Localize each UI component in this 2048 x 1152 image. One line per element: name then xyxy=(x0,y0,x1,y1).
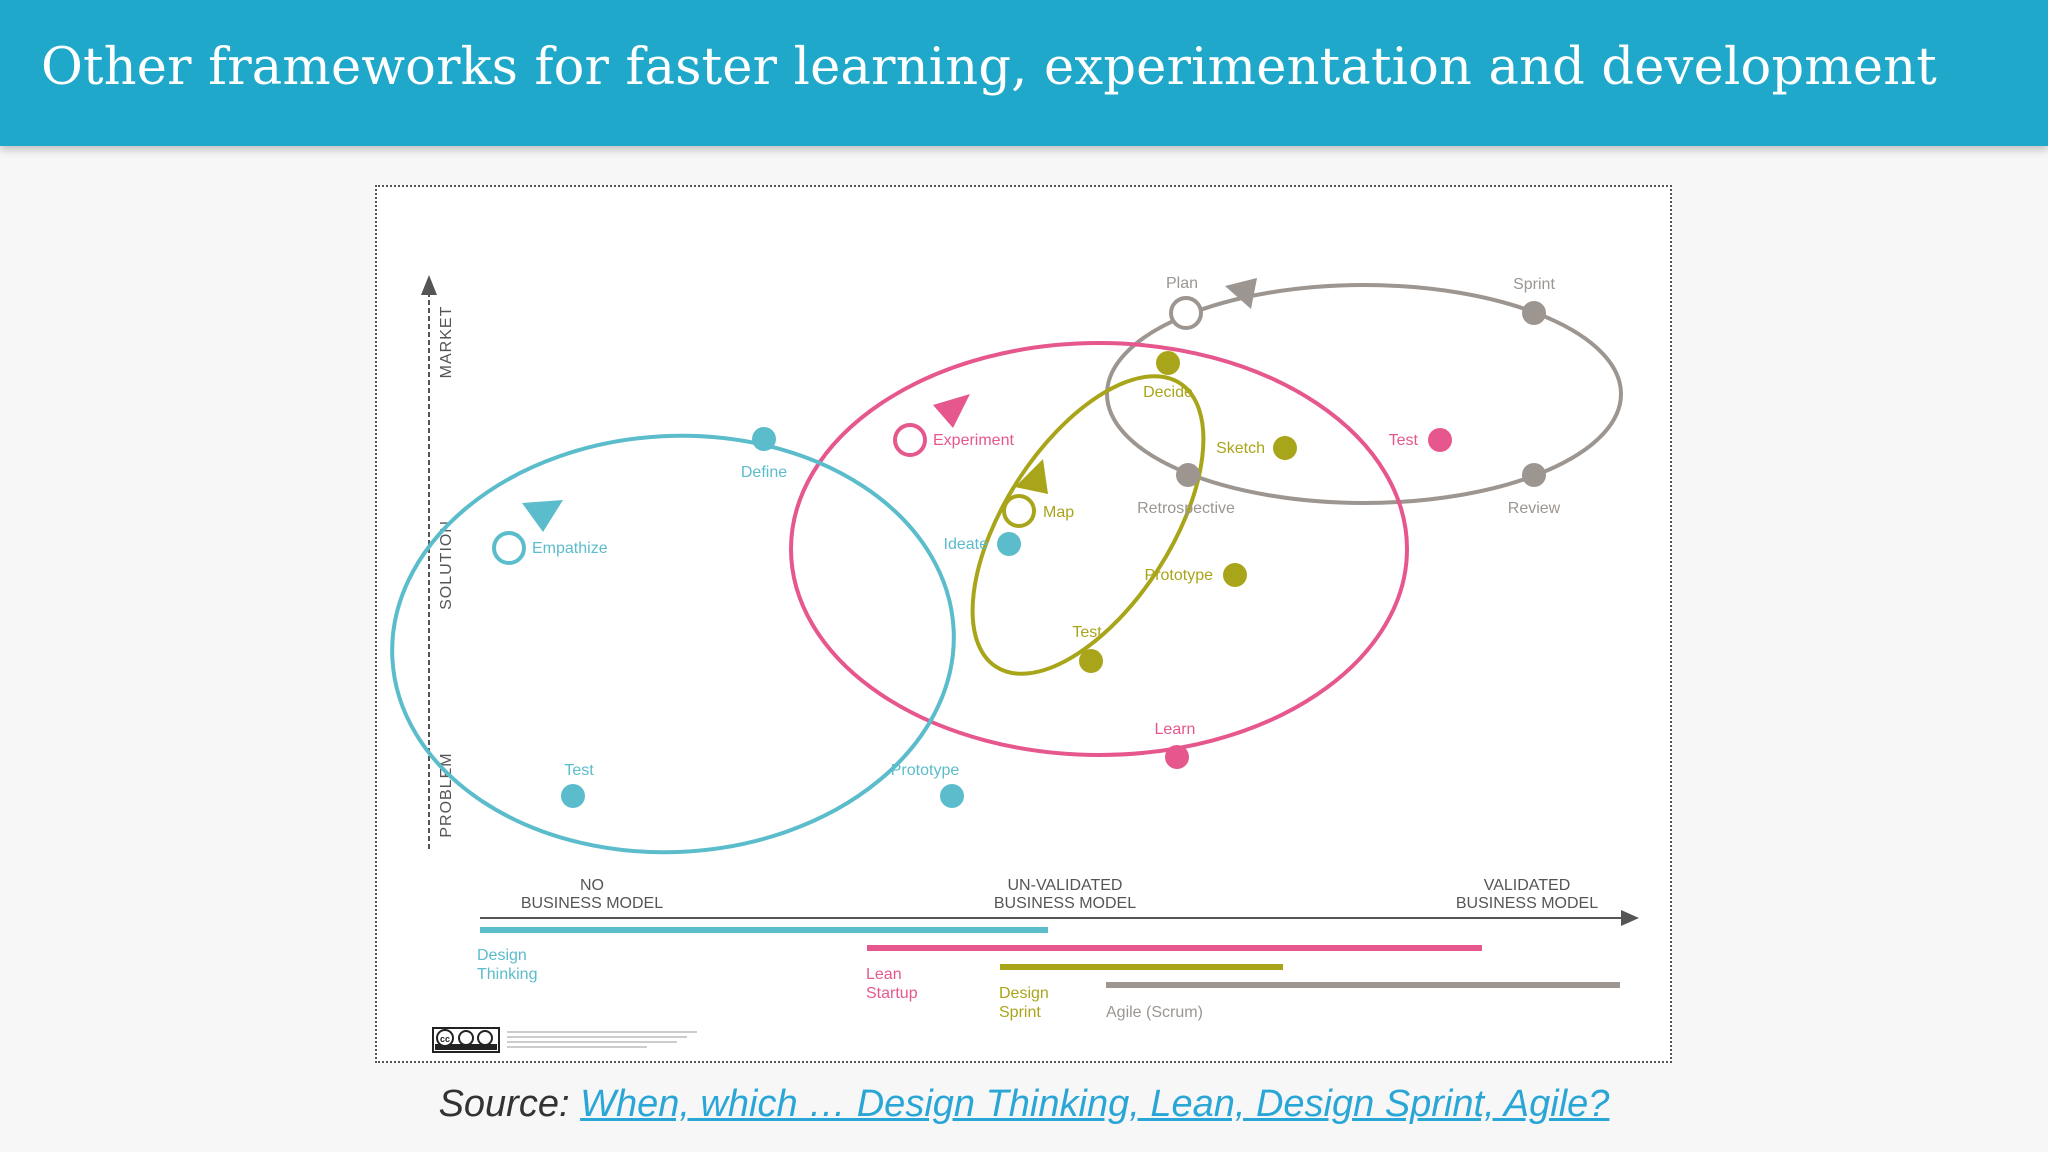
y-axis-label-market: MARKET xyxy=(438,306,455,379)
dt-define-node xyxy=(752,427,776,451)
cc-license-badge: cc xyxy=(432,1027,500,1053)
ds-map-label: Map xyxy=(1043,504,1074,521)
ds-sketch-label: Sketch xyxy=(1216,440,1265,457)
slide-title: Other frameworks for faster learning, ex… xyxy=(41,38,1937,97)
x-label-validated-2: BUSINESS MODEL xyxy=(1456,895,1598,912)
x-label-unvalidated-2: BUSINESS MODEL xyxy=(994,895,1136,912)
bar-lean-startup-label-1: Lean xyxy=(866,966,902,983)
ls-experiment-label: Experiment xyxy=(933,432,1014,449)
dt-prototype-node xyxy=(940,784,964,808)
design-sprint-loop-arrow xyxy=(1015,459,1048,494)
dt-test-node xyxy=(561,784,585,808)
y-axis-arrowhead xyxy=(421,275,437,295)
x-label-unvalidated-1: UN-VALIDATED xyxy=(1008,877,1123,894)
bar-design-thinking-label-2: Thinking xyxy=(477,966,537,983)
agile-loop-arrow xyxy=(1225,278,1257,309)
ag-retrospective-label: Retrospective xyxy=(1137,500,1235,517)
bar-design-sprint-label-1: Design xyxy=(999,985,1049,1002)
lean-startup-loop xyxy=(789,341,1409,757)
diagram-frame: MARKET SOLUTION PROBLEM NO BUSINESS MODE… xyxy=(375,185,1672,1063)
license-fine-print xyxy=(507,1031,697,1048)
ls-learn-label: Learn xyxy=(1155,721,1196,738)
ls-learn-node xyxy=(1165,745,1189,769)
dt-test-label: Test xyxy=(564,762,594,779)
dt-ideate-label: Ideate xyxy=(944,536,989,553)
dt-ideate-node xyxy=(997,532,1021,556)
x-label-no-bm-1: NO xyxy=(580,877,604,894)
ag-sprint-label: Sprint xyxy=(1513,276,1555,293)
ls-experiment-node xyxy=(893,423,927,457)
y-axis-label-problem: PROBLEM xyxy=(438,752,455,837)
ag-review-node xyxy=(1522,463,1546,487)
ds-map-node xyxy=(1002,494,1036,528)
ag-review-label: Review xyxy=(1508,500,1561,517)
ds-prototype-label: Prototype xyxy=(1145,567,1214,584)
ds-test-label: Test xyxy=(1072,624,1102,641)
ds-decide-node xyxy=(1156,351,1180,375)
agile-loop xyxy=(1105,283,1623,505)
dt-empathize-node xyxy=(492,531,526,565)
ds-decide-label: Decide xyxy=(1143,384,1193,401)
ag-retrospective-node xyxy=(1176,463,1200,487)
source-label: Source: xyxy=(438,1083,570,1125)
bar-design-thinking-label-1: Design xyxy=(477,947,527,964)
x-label-validated-1: VALIDATED xyxy=(1484,877,1571,894)
ag-plan-label: Plan xyxy=(1166,275,1198,292)
source-citation: Source: When, which … Design Thinking, L… xyxy=(0,1083,2048,1126)
ag-sprint-node xyxy=(1522,301,1546,325)
title-bar: Other frameworks for faster learning, ex… xyxy=(0,0,2048,146)
bar-agile-label: Agile (Scrum) xyxy=(1106,1004,1203,1021)
dt-empathize-label: Empathize xyxy=(532,540,608,557)
ls-test-node xyxy=(1428,428,1452,452)
x-axis-arrowhead xyxy=(1621,910,1639,926)
dt-define-label: Define xyxy=(741,464,787,481)
x-label-no-bm-2: BUSINESS MODEL xyxy=(521,895,663,912)
bar-lean-startup-label-2: Startup xyxy=(866,985,918,1002)
dt-prototype-label: Prototype xyxy=(891,762,960,779)
ls-test-label: Test xyxy=(1389,432,1419,449)
frameworks-diagram: MARKET SOLUTION PROBLEM NO BUSINESS MODE… xyxy=(390,275,1639,1053)
ds-prototype-node xyxy=(1223,563,1247,587)
design-sprint-loop xyxy=(970,374,1206,676)
design-thinking-loop xyxy=(390,433,956,855)
ds-test-node xyxy=(1079,649,1103,673)
ag-plan-node xyxy=(1169,296,1203,330)
y-axis-label-solution: SOLUTION xyxy=(438,520,455,610)
ds-sketch-node xyxy=(1273,436,1297,460)
source-link[interactable]: When, which … Design Thinking, Lean, Des… xyxy=(580,1083,1610,1125)
lean-startup-loop-arrow xyxy=(933,394,970,428)
bar-design-sprint-label-2: Sprint xyxy=(999,1004,1041,1021)
design-thinking-loop-arrow xyxy=(522,500,563,532)
svg-text:cc: cc xyxy=(440,1034,450,1044)
